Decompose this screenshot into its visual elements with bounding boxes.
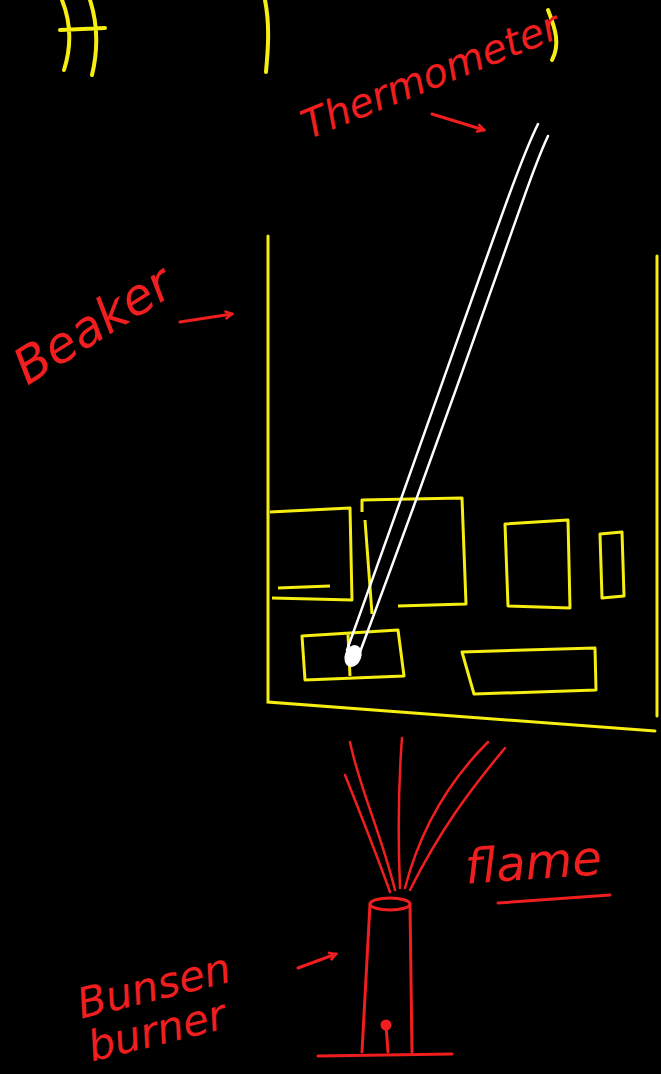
label-arrows [180,114,610,968]
ice-cubes [270,498,624,694]
bunsen-burner [318,898,452,1056]
callout-label: flame [463,832,603,892]
callout-label: Beaker [4,256,181,394]
thermometer [343,124,548,668]
callout-label: Bunsen burner [73,931,308,1070]
callout-label: Thermometer [295,4,565,146]
beaker [268,236,657,731]
